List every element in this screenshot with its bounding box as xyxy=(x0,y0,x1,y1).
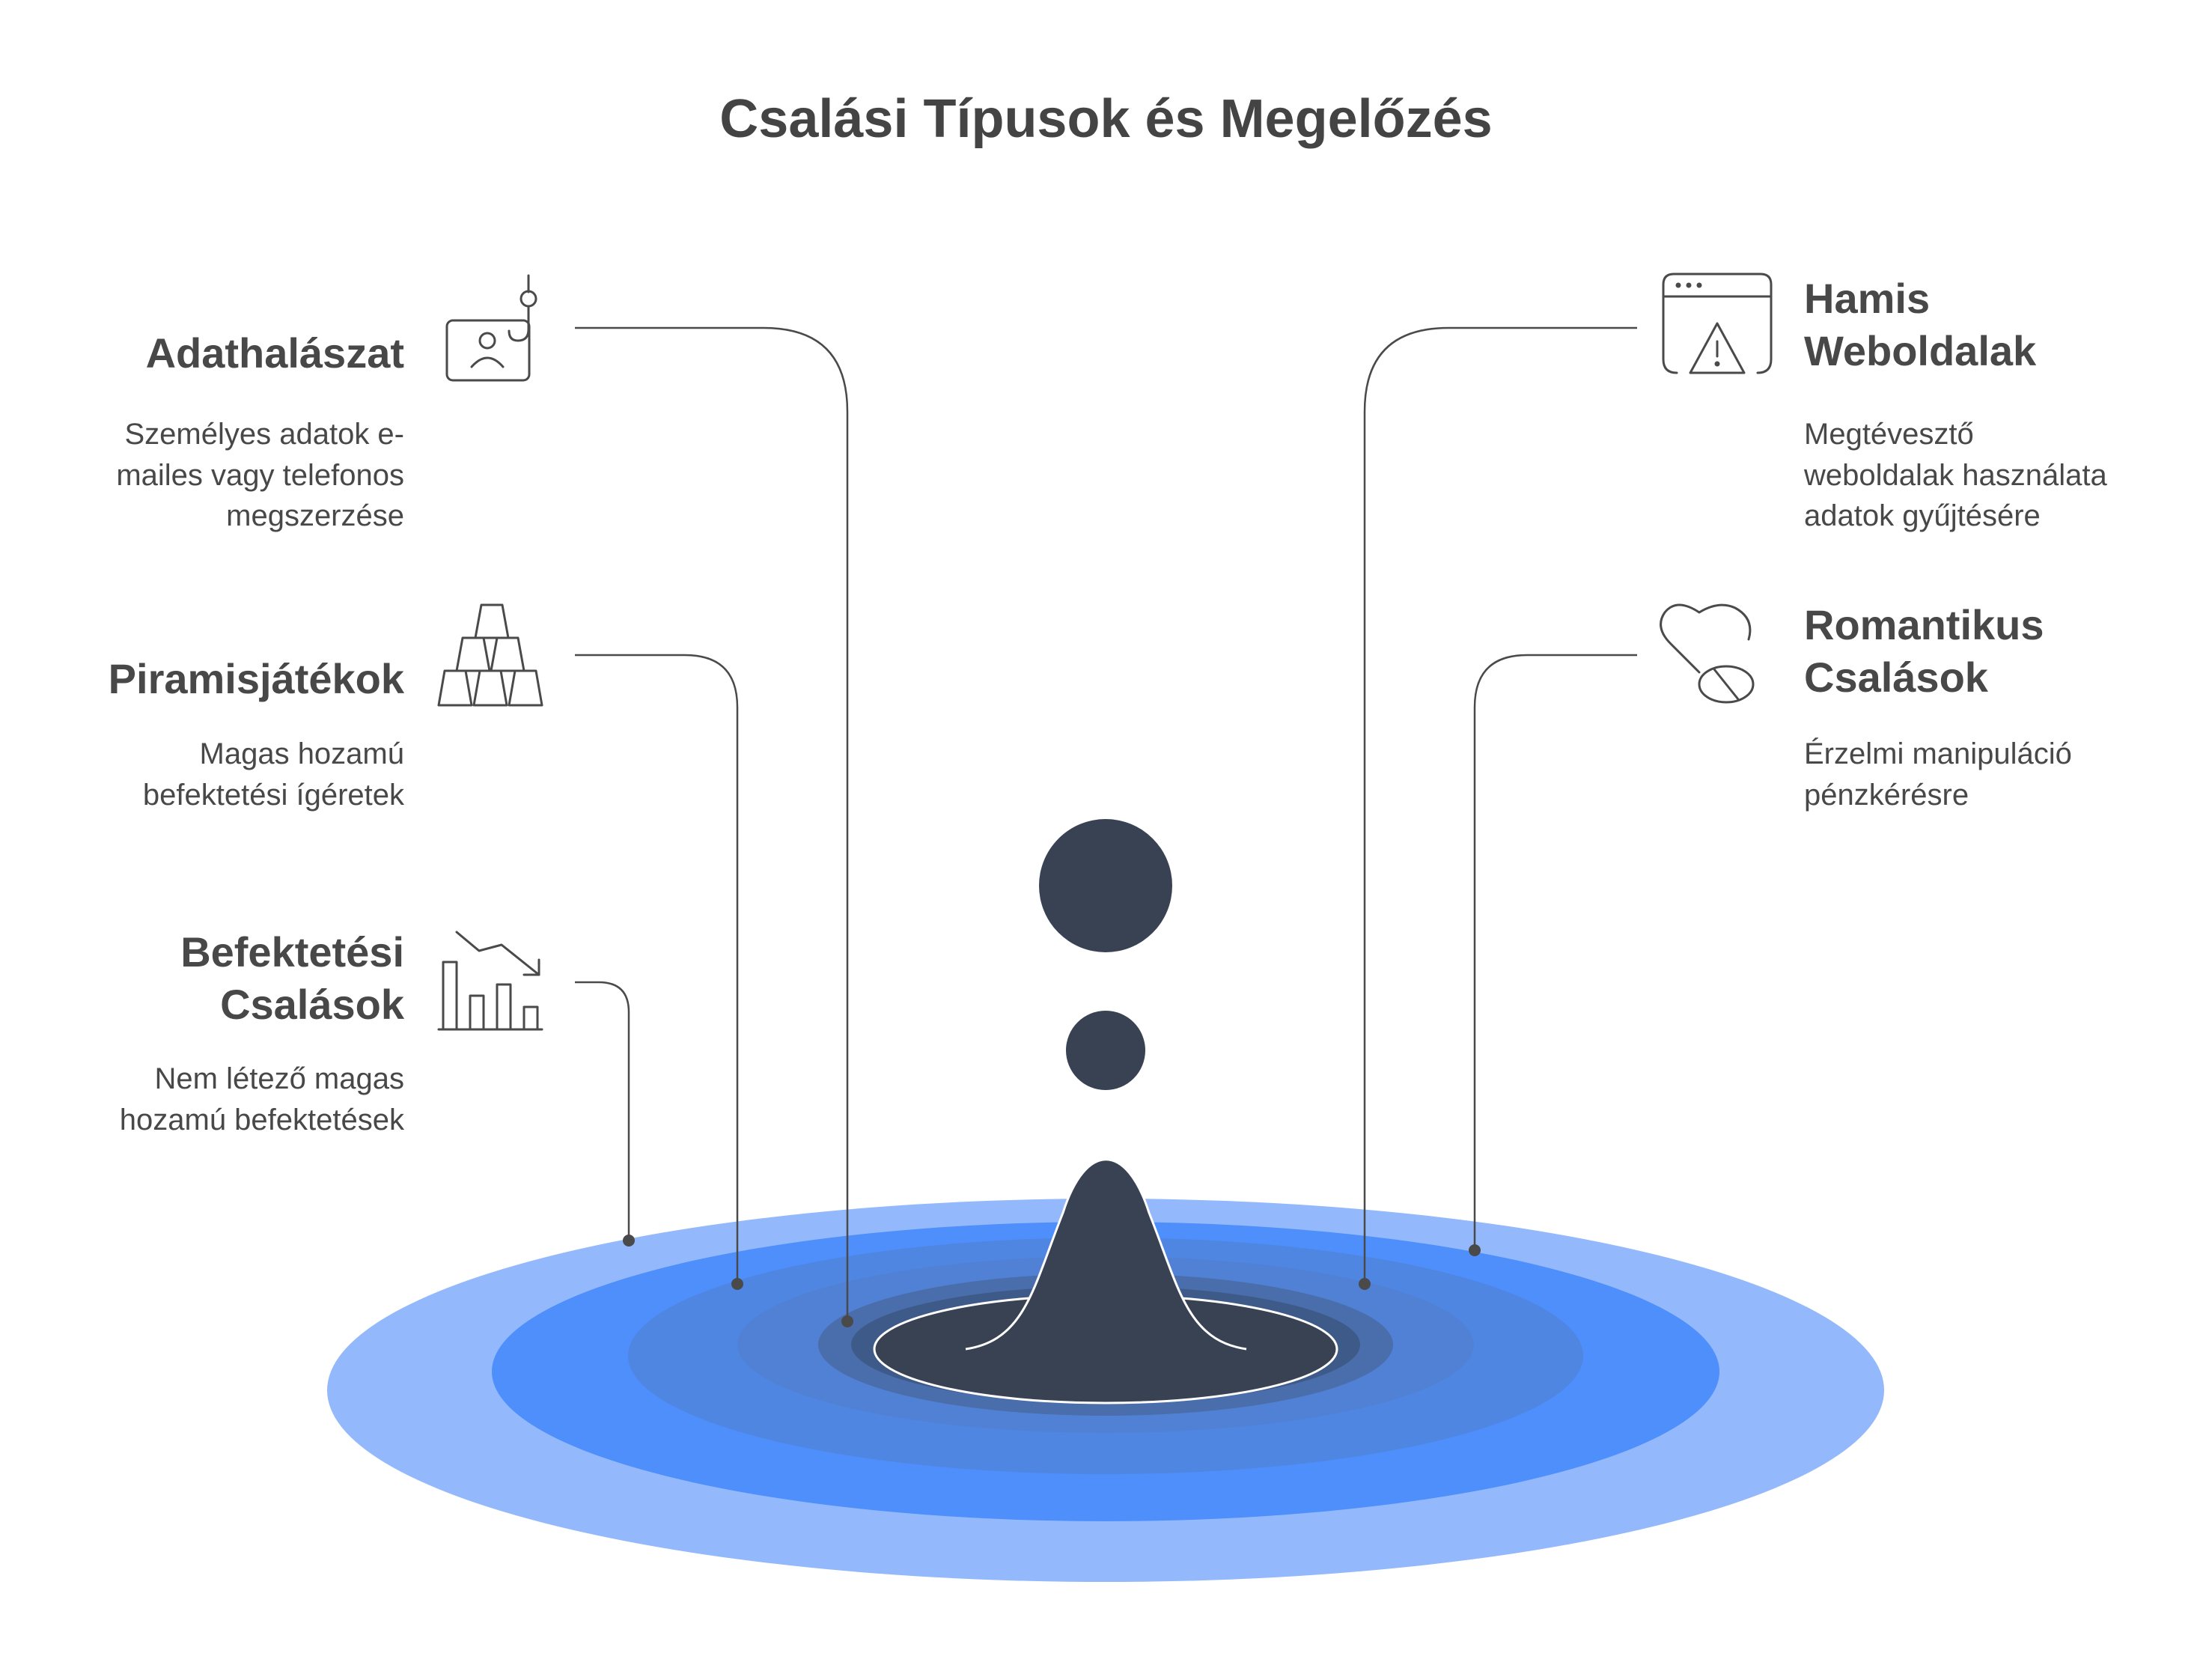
fake-sites-title-line: Weboldalak xyxy=(1804,327,2037,374)
connector-phishing xyxy=(575,326,849,1321)
connector-dots xyxy=(623,1235,1481,1327)
investment-title: Befektetési Csalások xyxy=(180,926,404,1031)
pyramid-description: Magas hozamú befektetési ígéretek xyxy=(143,734,404,815)
investment-desc-line: hozamú befektetések xyxy=(119,1103,404,1136)
investment-title-line: Befektetési xyxy=(180,928,404,976)
pyramid-desc-line: Magas hozamú xyxy=(199,737,404,770)
splash-outline xyxy=(965,1158,1247,1351)
romance-desc-line: pénzkérésre xyxy=(1804,778,1969,812)
phishing-description: Személyes adatok e- mailes vagy telefono… xyxy=(116,414,404,537)
dot-investment xyxy=(623,1235,635,1247)
romance-description: Érzelmi manipuláció pénzkérésre xyxy=(1804,734,2072,815)
broken-heart-pill-icon xyxy=(1660,603,1755,704)
connectors xyxy=(575,326,1637,1321)
dot-fake-sites xyxy=(1359,1278,1371,1290)
water-drops xyxy=(965,819,1247,1351)
connector-investment xyxy=(575,981,630,1241)
fake-sites-desc-line: weboldalak használata xyxy=(1804,458,2107,492)
romance-title: Romantikus Csalások xyxy=(1804,599,2044,704)
phishing-hook-icon xyxy=(445,274,537,382)
fake-sites-title: Hamis Weboldalak xyxy=(1804,273,2036,377)
fake-sites-description: Megtévesztő weboldalak használata adatok… xyxy=(1804,414,2107,537)
pyramid-title-line: Piramisjátékok xyxy=(108,655,404,702)
connector-romance xyxy=(1473,654,1637,1250)
phishing-title: Adathalászat xyxy=(146,327,404,380)
investment-desc-line: Nem létező magas xyxy=(154,1062,404,1095)
pyramid-desc-line: befektetési ígéretek xyxy=(142,778,404,812)
page-title: Csalási Típusok és Megelőzés xyxy=(719,89,1493,149)
fake-sites-title-line: Hamis xyxy=(1804,275,1931,322)
connector-fake-sites xyxy=(1363,326,1637,1284)
browser-warning-icon xyxy=(1662,273,1773,374)
pyramid-stack-icon xyxy=(437,603,543,707)
declining-chart-icon xyxy=(437,931,543,1031)
phishing-desc-line: megszerzése xyxy=(226,499,404,532)
drop-large xyxy=(1039,819,1172,952)
drop-small xyxy=(1066,1011,1145,1090)
phishing-title-line: Adathalászat xyxy=(145,329,404,377)
romance-desc-line: Érzelmi manipuláció xyxy=(1804,737,2072,770)
romance-title-line: Romantikus xyxy=(1804,601,2044,648)
phishing-desc-line: mailes vagy telefonos xyxy=(116,458,404,492)
romance-title-line: Csalások xyxy=(1804,654,1988,701)
pyramid-title: Piramisjátékok xyxy=(109,653,404,705)
connector-pyramid xyxy=(575,654,739,1284)
investment-title-line: Csalások xyxy=(220,981,404,1028)
dot-phishing xyxy=(841,1315,853,1327)
phishing-desc-line: Személyes adatok e- xyxy=(124,418,404,451)
investment-description: Nem létező magas hozamú befektetések xyxy=(120,1059,404,1140)
fake-sites-desc-line: adatok gyűjtésére xyxy=(1804,499,2041,532)
dot-pyramid xyxy=(731,1278,743,1290)
dot-romance xyxy=(1469,1244,1481,1256)
fake-sites-desc-line: Megtévesztő xyxy=(1804,418,1974,451)
splash-peak xyxy=(966,1159,1246,1349)
